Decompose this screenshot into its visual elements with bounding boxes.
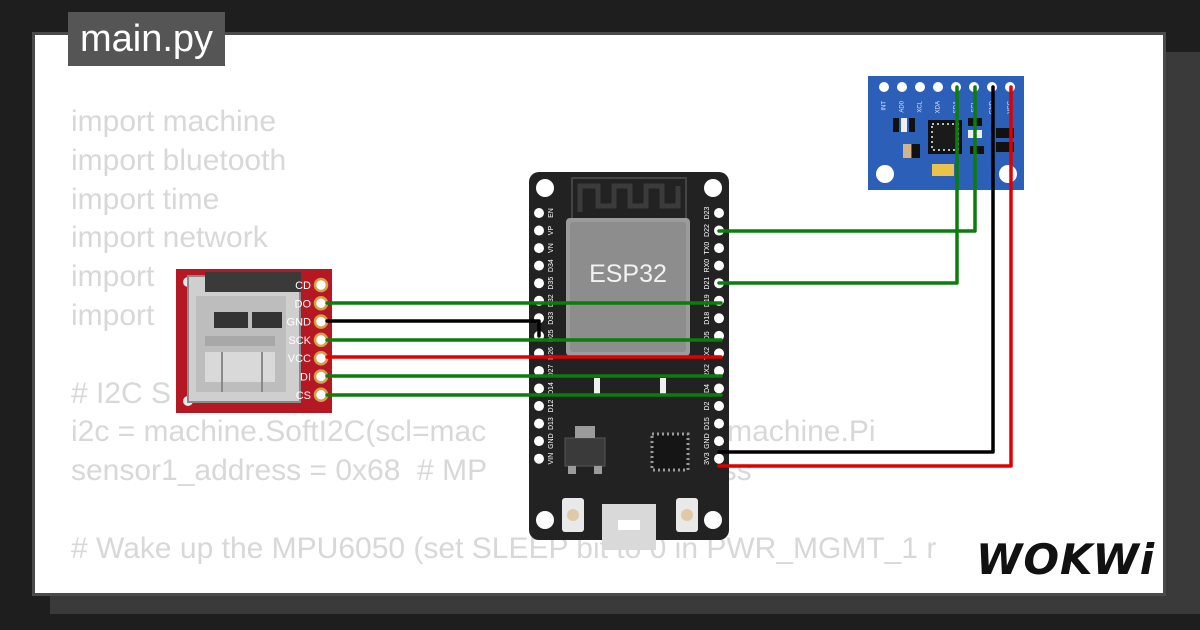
sd-pin[interactable] — [313, 387, 329, 403]
esp32-pin[interactable] — [534, 365, 544, 376]
esp32-pin[interactable] — [534, 418, 544, 429]
esp32-pin[interactable] — [714, 401, 724, 412]
wire[interactable] — [717, 85, 995, 454]
wire[interactable] — [717, 85, 977, 233]
esp32-pin[interactable] — [534, 401, 544, 412]
esp32-pin-label: D18 — [704, 312, 711, 325]
esp32-pin-label: VIN — [548, 453, 555, 465]
mpu-pin-label: INT — [882, 101, 888, 111]
esp32-pin-label: D25 — [548, 329, 555, 342]
esp32-pin-label: D22 — [704, 224, 711, 237]
sd-pin-label: VCC — [288, 353, 311, 365]
wire[interactable] — [325, 319, 541, 338]
esp32-pin-label: D15 — [704, 417, 711, 430]
esp32-pin-label: D13 — [548, 417, 555, 430]
esp32-pin[interactable] — [534, 208, 544, 218]
sd-pin[interactable] — [313, 332, 329, 348]
esp32-pin-label: 3V3 — [704, 452, 711, 465]
sd-pin-label: CS — [296, 390, 311, 402]
esp32-pin-label: D5 — [704, 331, 711, 340]
esp32-pin[interactable] — [534, 436, 544, 447]
esp32-pin-label: D35 — [548, 277, 555, 290]
esp32-pin[interactable] — [714, 453, 724, 464]
esp32-pin[interactable] — [714, 418, 724, 429]
code-preview: import machine import bluetooth import tim… — [71, 103, 936, 569]
esp32-pin[interactable] — [714, 436, 724, 447]
esp32-label: ESP32 — [589, 260, 667, 288]
esp32-pin-label: TX0 — [704, 242, 711, 255]
esp32-pin[interactable] — [714, 208, 724, 218]
esp32-pin[interactable] — [534, 243, 544, 254]
code-line: import machine — [71, 105, 277, 138]
esp32-pin-label: D4 — [704, 384, 711, 393]
wires — [325, 85, 1013, 468]
esp32-pin-label: D19 — [704, 294, 711, 307]
esp32-pin-label: VN — [548, 243, 555, 253]
code-line: import — [71, 298, 155, 332]
sd-pin[interactable] — [313, 350, 329, 366]
esp32-pin-label: EN — [548, 208, 555, 218]
esp32-pin[interactable] — [714, 243, 724, 254]
esp32-pin-label: TX2 — [704, 347, 711, 360]
code-line: import — [71, 260, 155, 294]
wire[interactable] — [717, 85, 1013, 468]
wokwi-logo: WOKWi — [976, 535, 1156, 584]
file-tab[interactable]: main.py — [68, 12, 226, 66]
code-line: import network — [71, 221, 268, 255]
esp32-pin-label: D27 — [548, 364, 555, 377]
mpu-pin[interactable] — [933, 82, 943, 92]
sd-pin[interactable] — [313, 277, 329, 293]
esp32-pin-label: GND — [704, 433, 711, 449]
esp32-pin-label: D26 — [548, 347, 555, 360]
esp32-pin-label: D14 — [548, 382, 555, 395]
sd-pin-label: DO — [295, 298, 312, 310]
esp32-pin-label: VP — [548, 226, 555, 236]
esp32-pin[interactable] — [714, 383, 724, 394]
sd-pin[interactable] — [313, 369, 329, 384]
esp32-pin-label: D32 — [548, 294, 555, 307]
esp32-pin-label: D12 — [548, 400, 555, 413]
esp32-pin[interactable] — [534, 453, 544, 464]
mpu-pin[interactable] — [879, 82, 889, 92]
sd-pin-label: DI — [300, 372, 311, 384]
mpu-pin[interactable] — [915, 82, 925, 92]
esp32-pin-label: RX0 — [704, 259, 711, 273]
mpu-pin-label: XCL — [918, 100, 924, 112]
esp32-pin-label: GND — [548, 433, 555, 449]
mpu-pin[interactable] — [897, 82, 907, 92]
esp32-pin[interactable] — [714, 313, 724, 324]
esp32-devkit[interactable]: ESP32 ENVPVND34D35D32D33D25D26D27D14D12D… — [529, 172, 729, 550]
sd-pin-label: CD — [295, 280, 311, 292]
esp32-pin[interactable] — [714, 260, 724, 271]
sd-pin[interactable] — [313, 296, 329, 311]
esp32-pin-label: D34 — [548, 259, 555, 272]
esp32-pin[interactable] — [534, 225, 544, 236]
esp32-pin-label: D2 — [704, 401, 711, 410]
code-line: import time — [71, 182, 220, 216]
sd-card-module[interactable]: CD DO GND SCK VCC DI CS — [176, 269, 332, 413]
sd-pin-label: SCK — [288, 335, 311, 347]
wire[interactable] — [717, 85, 959, 285]
code-line: # I2C S — [71, 376, 172, 410]
esp32-pin[interactable] — [534, 383, 544, 394]
esp32-pin-label: D21 — [704, 277, 711, 290]
esp32-pin[interactable] — [714, 365, 724, 376]
esp32-pin-label: D33 — [548, 312, 555, 325]
esp32-pin-label: RX2 — [704, 364, 711, 378]
sd-pin[interactable] — [313, 314, 329, 329]
code-line: import bluetooth — [71, 143, 287, 177]
esp32-pin-label: D23 — [704, 206, 711, 219]
esp32-pin[interactable] — [534, 260, 544, 271]
sd-pin-label: GND — [287, 317, 312, 329]
esp32-pin[interactable] — [534, 278, 544, 289]
mpu-pin-label: AD0 — [900, 100, 906, 112]
mpu-pin-label: XDA — [936, 101, 942, 113]
